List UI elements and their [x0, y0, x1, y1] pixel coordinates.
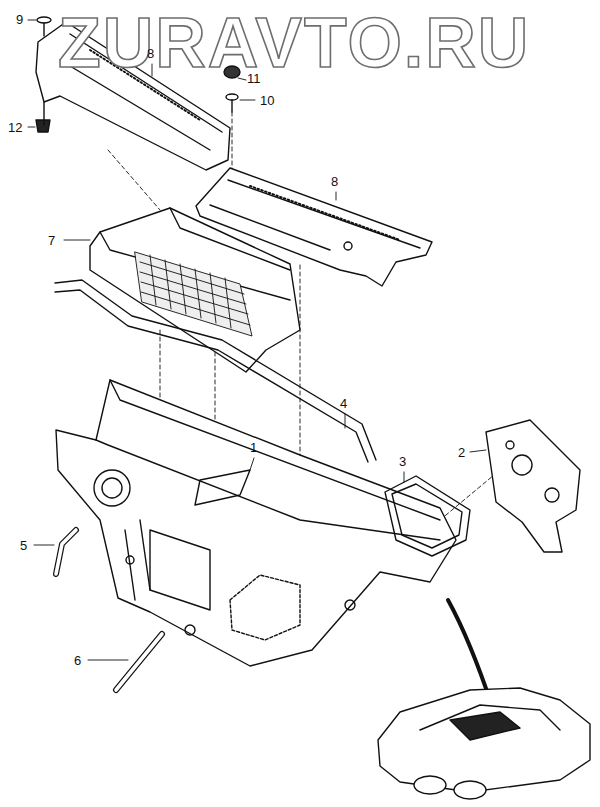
callout-number: 3 [399, 455, 406, 468]
callout-number: 6 [74, 654, 81, 667]
callout-number: 1 [250, 441, 257, 454]
callout-number: 8 [331, 175, 338, 188]
callout-number: 9 [16, 13, 23, 26]
callout-number: 5 [20, 539, 27, 552]
callout-number: 11 [247, 72, 261, 85]
callout-number: 12 [8, 121, 22, 134]
watermark: ZURAVTO.RU [58, 8, 530, 78]
callout-number: 4 [340, 397, 347, 410]
callout-number: 10 [260, 94, 274, 107]
callout-number: 7 [48, 234, 55, 247]
callout-number: 2 [458, 446, 465, 459]
callout-number: 8 [147, 47, 154, 60]
